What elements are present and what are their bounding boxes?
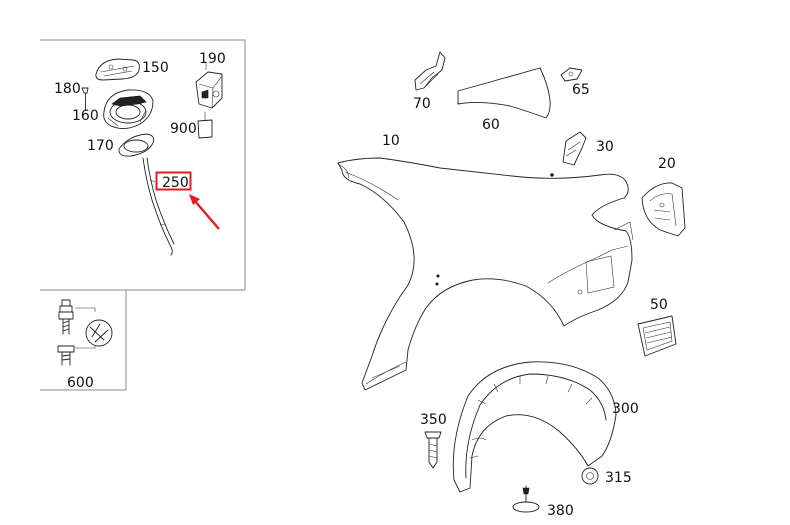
part-65-clip[interactable] <box>560 67 583 82</box>
part-160-filler-housing[interactable] <box>103 89 154 129</box>
part-190-actuator[interactable] <box>195 62 223 109</box>
label-10[interactable]: 10 <box>382 133 400 149</box>
part-50-vent-grille[interactable] <box>637 315 677 357</box>
inset-frames <box>40 39 246 391</box>
part-300-wheel-house-liner[interactable] <box>452 361 617 493</box>
part-150-flap-cover[interactable] <box>95 58 140 81</box>
part-70-bracket[interactable] <box>414 51 446 91</box>
part-10-rear-quarter-panel[interactable] <box>337 157 634 391</box>
label-380[interactable]: 380 <box>547 503 574 519</box>
label-190[interactable]: 190 <box>199 51 226 67</box>
label-150[interactable]: 150 <box>142 60 169 76</box>
part-900-module[interactable] <box>197 112 213 139</box>
part-315-nut[interactable] <box>581 467 599 485</box>
label-350[interactable]: 350 <box>420 412 447 428</box>
label-160[interactable]: 160 <box>72 108 99 124</box>
label-900[interactable]: 900 <box>170 121 197 137</box>
label-70[interactable]: 70 <box>413 96 431 112</box>
part-labels: 150 190 180 160 900 170 250 600 70 65 60… <box>54 51 676 519</box>
label-250[interactable]: 250 <box>162 175 189 191</box>
label-30[interactable]: 30 <box>596 139 614 155</box>
label-600[interactable]: 600 <box>67 375 94 391</box>
label-170[interactable]: 170 <box>87 138 114 154</box>
part-170-seal-ring[interactable] <box>118 133 155 157</box>
part-60-trim-panel[interactable] <box>457 67 551 119</box>
label-50[interactable]: 50 <box>650 297 668 313</box>
part-350-push-rivet[interactable] <box>424 431 442 469</box>
label-300[interactable]: 300 <box>612 401 639 417</box>
part-180-pin[interactable] <box>81 87 89 111</box>
label-20[interactable]: 20 <box>658 156 676 172</box>
part-250-highlight <box>155 171 220 230</box>
label-315[interactable]: 315 <box>605 470 632 486</box>
part-600-fasteners[interactable] <box>57 299 113 366</box>
part-20-wheel-arch-liner-piece[interactable] <box>641 182 686 237</box>
label-180[interactable]: 180 <box>54 81 81 97</box>
part-30-bracket[interactable] <box>562 131 587 166</box>
label-60[interactable]: 60 <box>482 117 500 133</box>
part-380-stud-clip[interactable] <box>512 485 540 513</box>
label-65[interactable]: 65 <box>572 82 590 98</box>
part-250-drain-hose[interactable] <box>142 157 175 256</box>
